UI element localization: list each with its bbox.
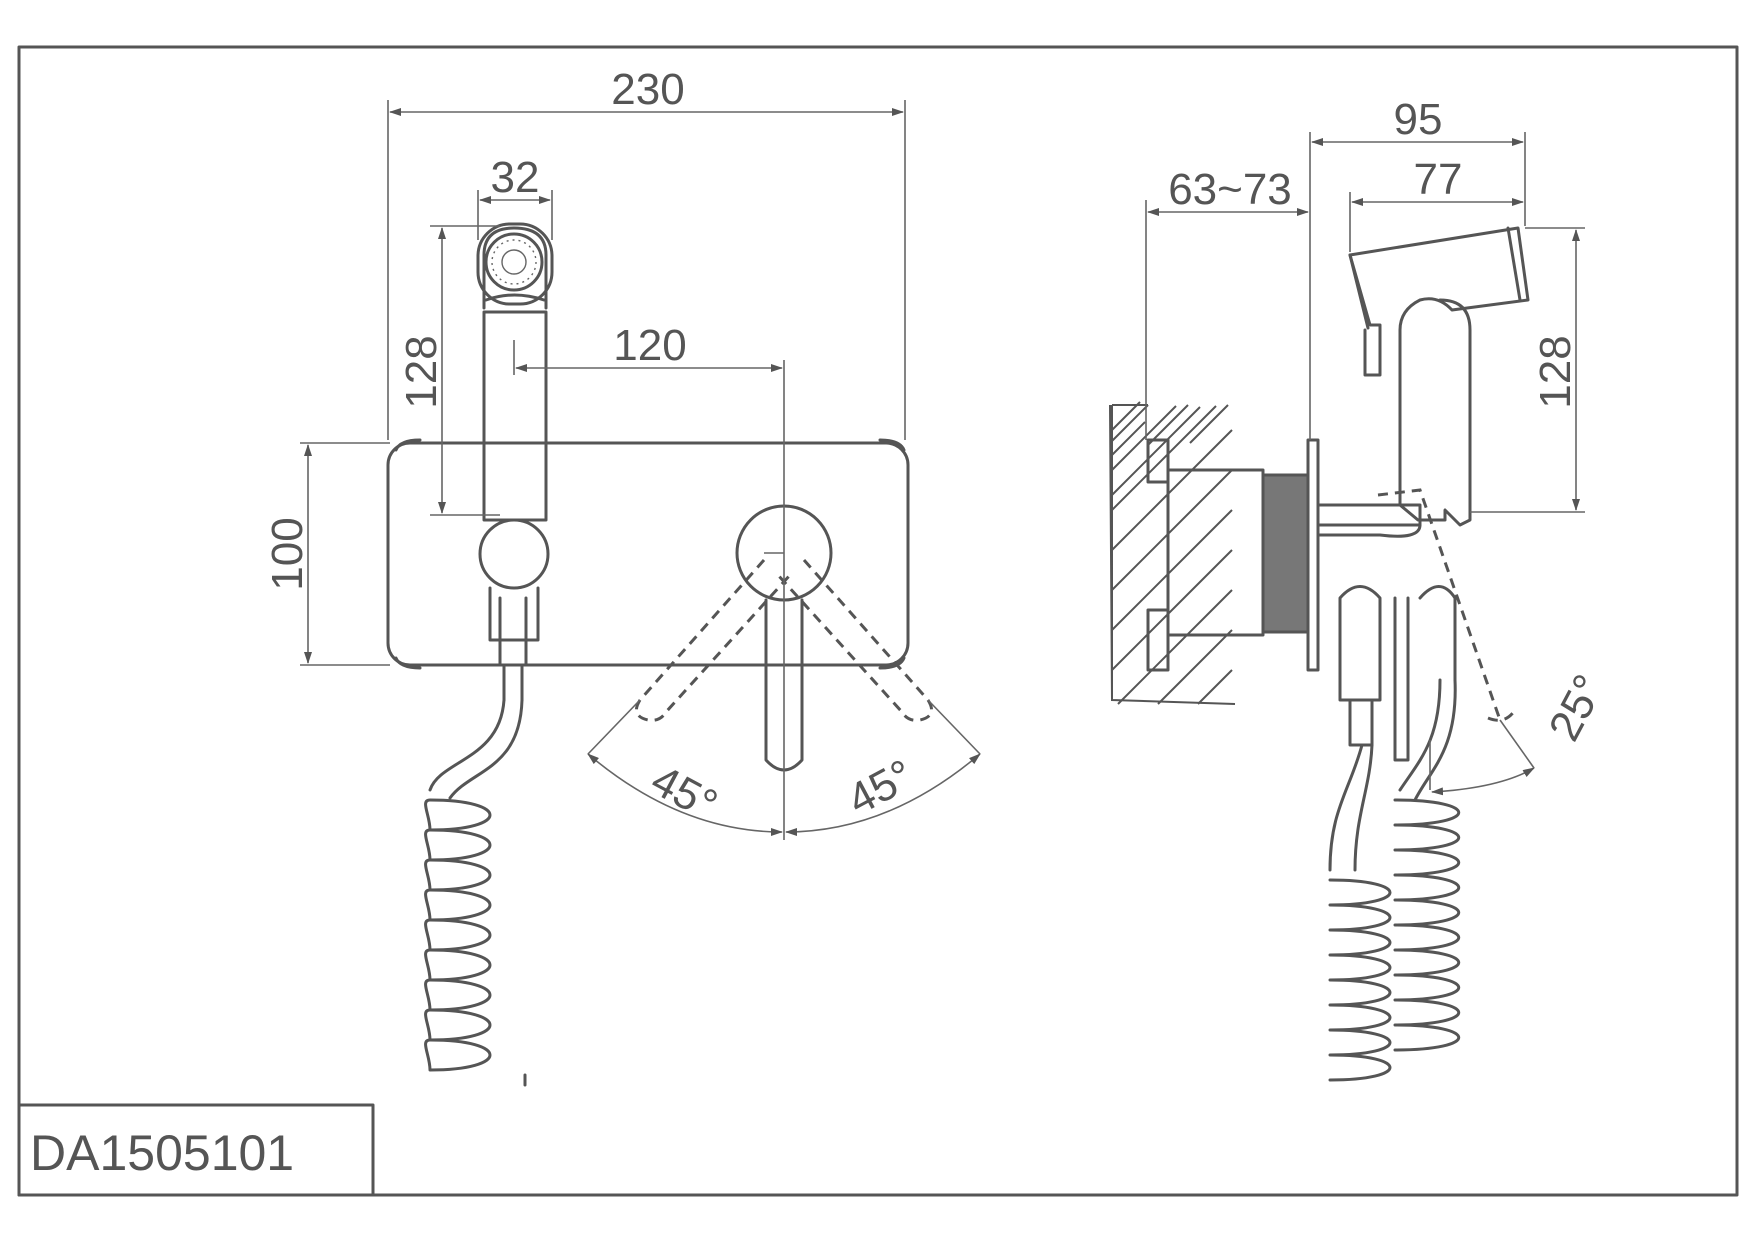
dim-center-distance-label: 120 (613, 321, 686, 370)
title-block: DA1505101 (17, 1103, 375, 1197)
dim-head-depth-label: 77 (1414, 155, 1463, 204)
dim-head-depth: 77 (1349, 155, 1524, 252)
dim-total-depth: 95 (1309, 95, 1526, 440)
dim-handshower-height-label: 128 (397, 335, 446, 408)
dim-tilt-angle-label: 25° (1540, 667, 1615, 749)
dim-plate-height-label: 100 (263, 517, 312, 590)
dim-handshower-width-label: 32 (491, 153, 540, 202)
dim-handshower-height: 128 (397, 225, 500, 516)
drawing-border (17, 45, 1739, 1197)
hose-front (424, 698, 527, 1087)
dim-wall-depth-label: 63~73 (1168, 165, 1292, 214)
dim-total-depth-label: 95 (1394, 95, 1443, 144)
hose-side (1328, 678, 1461, 1082)
valve-body (1146, 438, 1320, 672)
side-view: 95 77 63~73 128 25° (1109, 95, 1615, 1082)
dim-side-handshower-height: 128 (1470, 227, 1585, 513)
dim-overall-width-label: 230 (611, 65, 684, 114)
holder-side (1316, 503, 1457, 762)
handshower-front (476, 222, 554, 702)
wall-hatch (1109, 401, 1236, 705)
dim-lever-angle-left-label: 45° (643, 756, 725, 831)
dim-center-distance: 120 (513, 321, 783, 375)
wall-plate (386, 441, 910, 667)
handshower-side (1348, 226, 1530, 722)
dim-overall-width: 230 (387, 65, 906, 440)
dim-tilt-angle: 25° (1429, 667, 1615, 796)
dim-wall-depth: 63~73 (1145, 165, 1309, 440)
dim-lever-angle-right-label: 45° (840, 750, 922, 825)
dim-handshower-width: 32 (477, 153, 553, 240)
dim-plate-height: 100 (263, 442, 390, 666)
dim-side-handshower-height-label: 128 (1531, 335, 1580, 408)
model-code: DA1505101 (30, 1125, 294, 1181)
front-view: 230 32 128 120 100 (263, 65, 981, 1087)
